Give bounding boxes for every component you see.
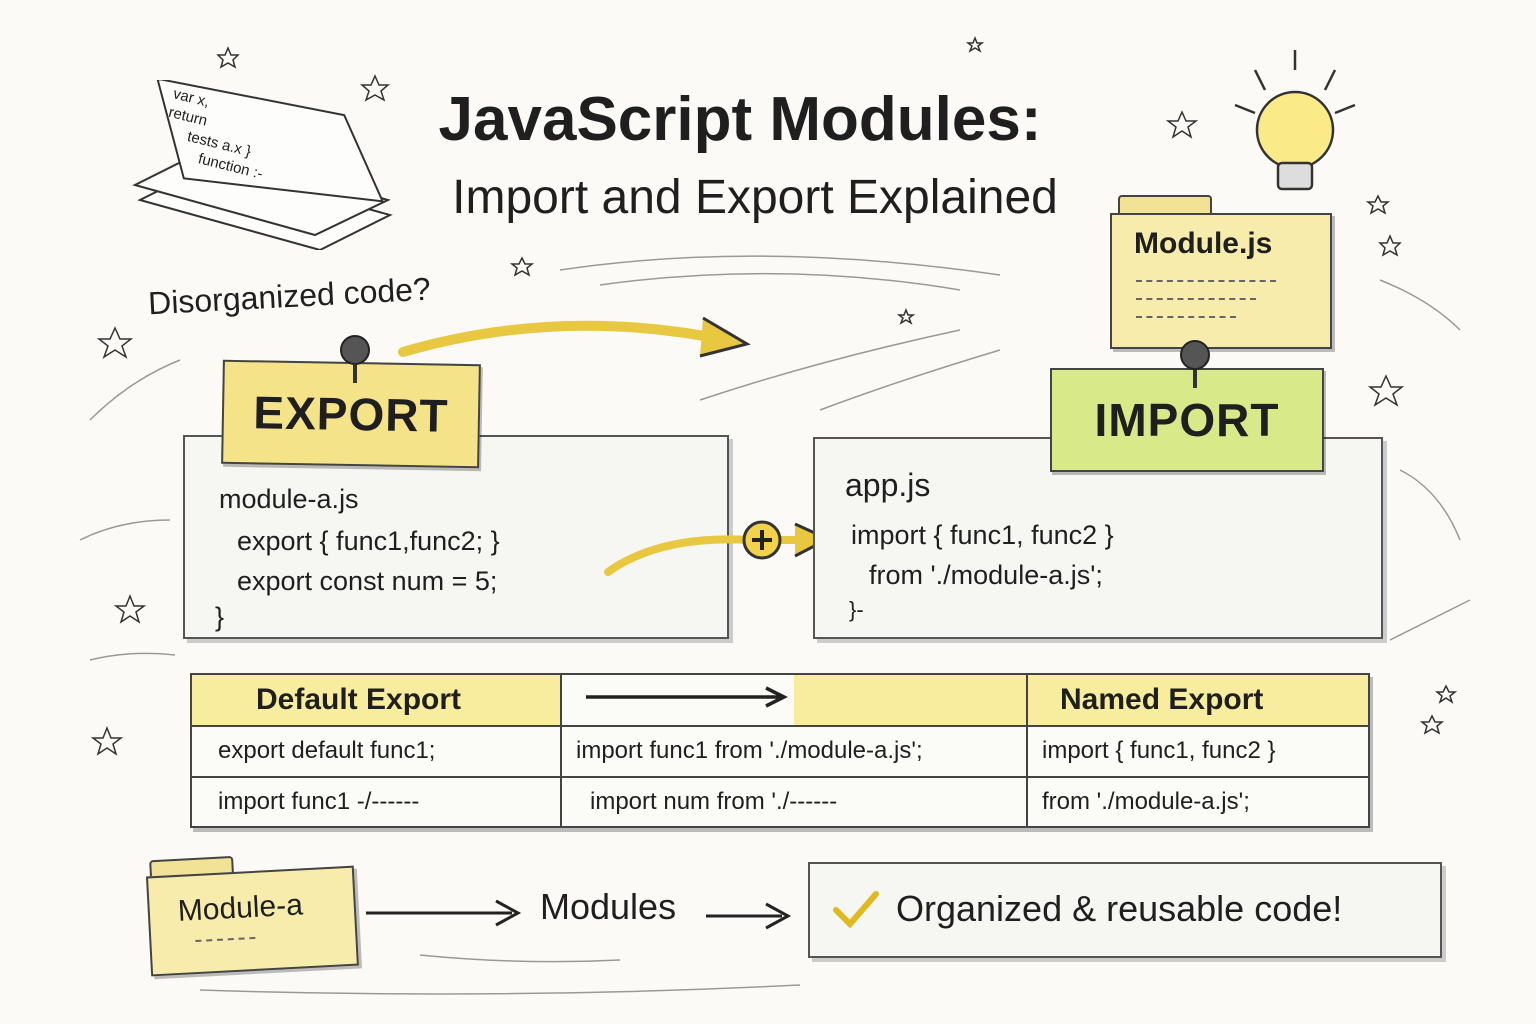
messy-papers-illustration <box>132 80 393 250</box>
module-a-folder: Module-a <box>145 850 361 977</box>
lightbulb-icon <box>1234 50 1356 191</box>
checkmark-icon <box>833 891 879 929</box>
table-row: import func1 -/------ import num from '.… <box>190 775 1370 828</box>
header-default-export: Default Export <box>190 673 562 727</box>
export-to-import-arrow <box>604 520 832 576</box>
yellow-arrow-icon <box>398 316 751 358</box>
folder-label: Module-a <box>176 888 304 928</box>
modules-label: Modules <box>540 886 677 927</box>
export-label: EXPORT <box>252 386 450 442</box>
table-cell: from './module-a.js'; <box>1026 775 1370 828</box>
table-cell: import num from './------ <box>560 775 1028 828</box>
pushpin-icon <box>1180 340 1210 388</box>
import-code-line: }- <box>849 597 864 622</box>
import-label: IMPORT <box>1094 394 1280 446</box>
export-filename: module-a.js <box>219 484 359 514</box>
import-code-line: from './module-a.js'; <box>869 560 1103 590</box>
right-arrow-icon <box>706 902 792 930</box>
header-arrow <box>560 673 1028 727</box>
table-cell: import func1 -/------ <box>190 775 562 828</box>
result-box: Organized & reusable code! <box>808 862 1442 958</box>
import-code-line: import { func1, func2 } <box>851 520 1114 550</box>
right-arrow-icon <box>366 899 522 927</box>
table-row: export default func1; import func1 from … <box>190 725 1370 778</box>
star-icons <box>90 35 1458 756</box>
header-named-export: Named Export <box>1026 673 1370 727</box>
export-code-line: export { func1,func2; } <box>237 526 500 556</box>
table-cell: import func1 from './module-a.js'; <box>560 725 1028 778</box>
export-code-line: export const num = 5; <box>237 566 498 596</box>
plus-icon <box>742 520 782 560</box>
page-subtitle: Import and Export Explained <box>452 171 1058 224</box>
table-cell: import { func1, func2 } <box>1026 725 1370 778</box>
export-import-table: Default Export Named Export export defau… <box>190 673 1370 828</box>
table-header-row: Default Export Named Export <box>190 673 1370 727</box>
pushpin-icon <box>340 335 370 383</box>
import-filename: app.js <box>845 467 931 503</box>
right-arrow-icon <box>586 686 788 708</box>
export-code-panel: module-a.js export { func1,func2; } expo… <box>183 435 729 639</box>
export-code-line: } <box>215 602 225 632</box>
folder-label: Module.js <box>1134 227 1273 260</box>
result-label: Organized & reusable code! <box>896 888 1343 929</box>
import-sticky-label: IMPORT <box>1050 368 1324 472</box>
table-cell: export default func1; <box>190 725 562 778</box>
page-title: JavaScript Modules: <box>438 85 1042 154</box>
module-js-folder: Module.js <box>1110 195 1335 350</box>
